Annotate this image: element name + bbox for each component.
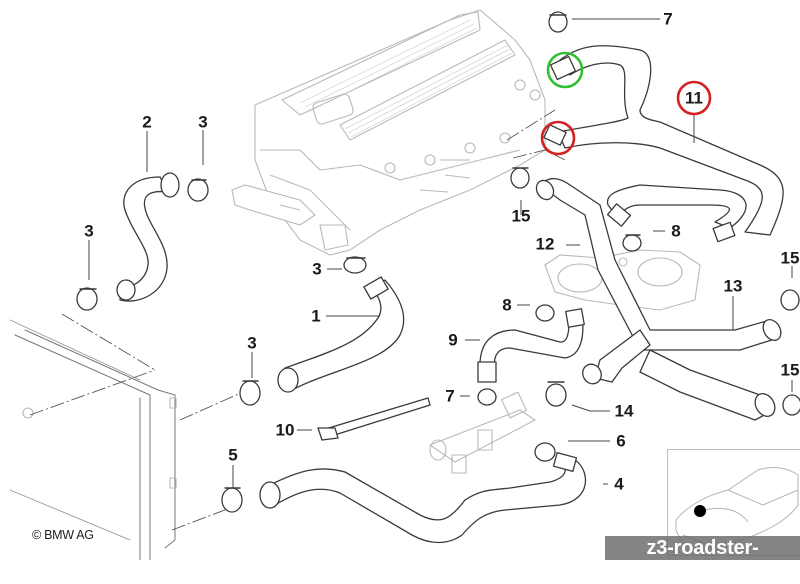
red-callout-circle-11 [676, 80, 712, 116]
callout-c2: 2 [142, 112, 152, 132]
clamp-7-b [477, 388, 497, 406]
callout-c15-b: 15 [780, 248, 800, 268]
callout-c13: 13 [723, 276, 743, 296]
hose-2 [116, 172, 180, 302]
hose-11 [543, 45, 784, 243]
callout-c11: 11 [685, 88, 703, 108]
callout-c6: 6 [616, 431, 626, 451]
radiator [9, 319, 177, 560]
hose-9 [477, 308, 585, 383]
callout-c3-a: 3 [198, 112, 208, 132]
callout-c9: 9 [448, 330, 458, 350]
t-piece-connector [428, 391, 537, 474]
leader-lines [88, 18, 793, 488]
callout-c15-c: 15 [780, 360, 800, 380]
callout-c8-b: 8 [502, 295, 512, 315]
callout-c1: 1 [311, 306, 321, 326]
clamp-5 [221, 487, 243, 513]
callout-c10: 10 [275, 420, 295, 440]
copyright-text: © BMW AG [32, 528, 94, 542]
hose-12 [535, 177, 779, 385]
clamp-8-a [622, 234, 642, 252]
callout-c12: 12 [535, 234, 555, 254]
green-highlight-circle [546, 51, 584, 89]
clamp-7-top [548, 11, 568, 33]
callout-c15-a: 15 [511, 206, 531, 226]
location-marker [694, 505, 706, 517]
assembly-lines [29, 109, 566, 531]
callout-c3-d: 3 [247, 333, 257, 353]
clamp-3-b [76, 287, 98, 311]
callout-c14: 14 [614, 401, 634, 421]
callout-c7-b: 7 [445, 386, 455, 406]
engine-cylinder-head [231, 9, 546, 256]
clamp-15-b [780, 289, 800, 311]
parts-diagram [9, 9, 800, 560]
callout-c4: 4 [614, 474, 624, 494]
hose-4 [259, 452, 587, 544]
clamp-3-d [239, 380, 261, 406]
hose-1 [277, 276, 405, 393]
callout-c7-top: 7 [663, 9, 673, 29]
forum-watermark: z3-roadster-forum.de [605, 536, 800, 583]
clamp-8-b [535, 304, 555, 322]
callout-c8-a: 8 [671, 221, 681, 241]
clamp-14 [545, 381, 567, 407]
clamp-3-c [343, 256, 367, 274]
clamp-3-a [187, 178, 209, 202]
hose-clamps [76, 11, 800, 513]
callout-c5: 5 [228, 445, 238, 465]
hose-13 [639, 319, 782, 421]
strap-10 [317, 397, 431, 441]
clamp-15-a [510, 167, 530, 189]
clamp-6 [534, 442, 556, 462]
clamp-15-c [782, 394, 800, 416]
red-highlight-circle [540, 120, 576, 156]
callout-c3-b: 3 [84, 221, 94, 241]
callout-c3-c: 3 [312, 259, 322, 279]
